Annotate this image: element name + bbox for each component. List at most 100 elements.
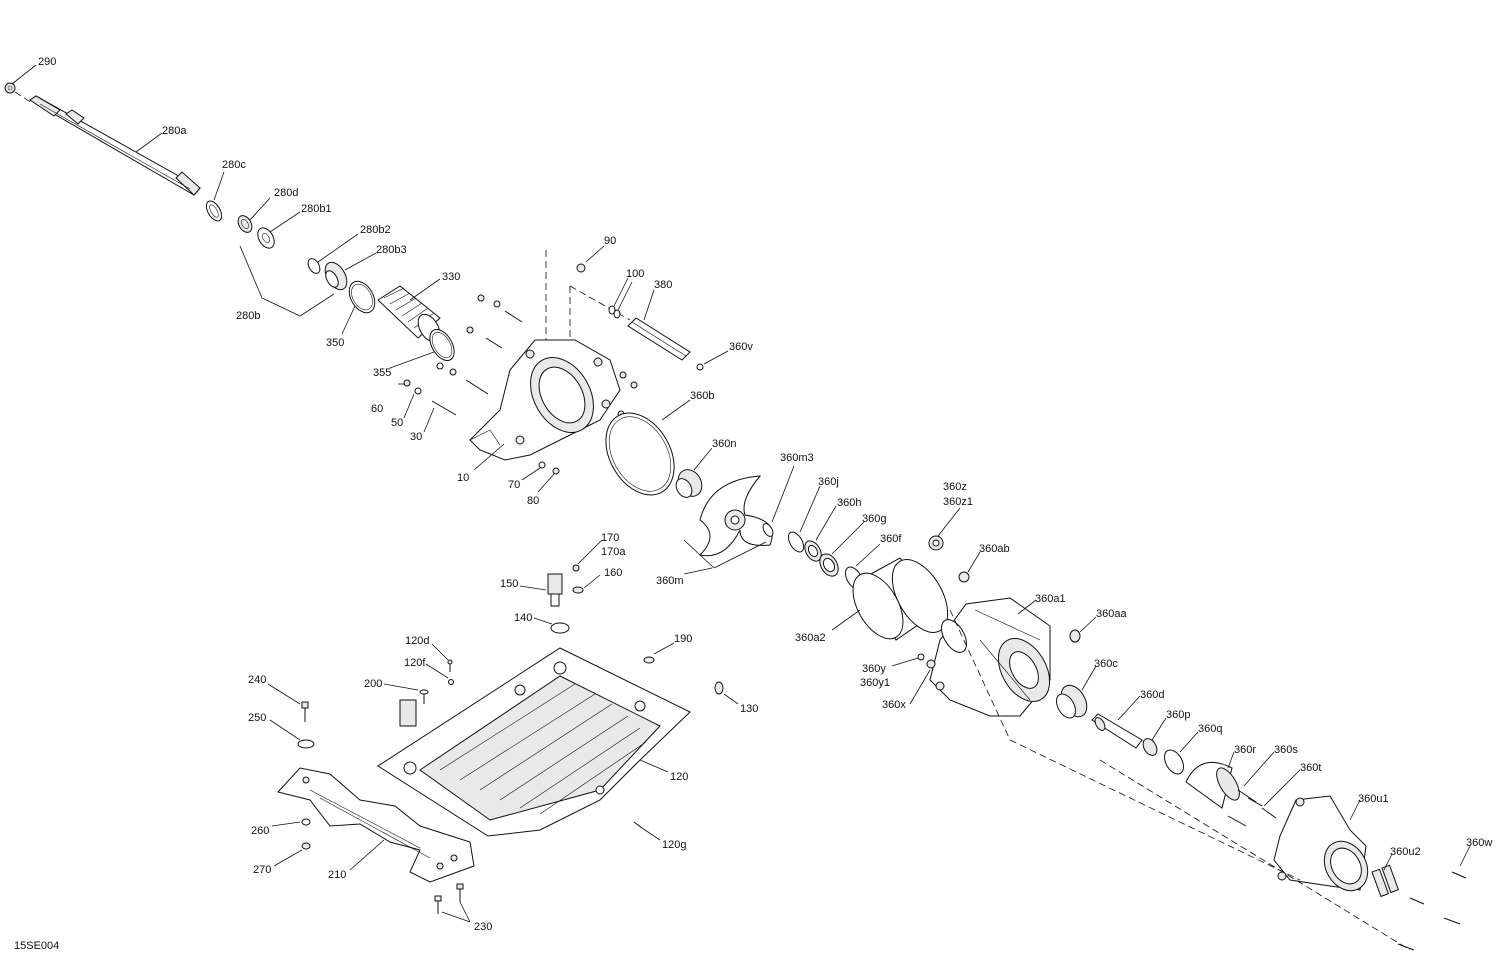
- screw-120g[interactable]: [633, 821, 643, 829]
- inserts-360u2[interactable]: [1371, 864, 1400, 898]
- label-360c: 360c: [1094, 658, 1118, 670]
- label-350: 350: [326, 337, 344, 349]
- bearing-280b3[interactable]: [321, 259, 352, 294]
- washer-360y[interactable]: [917, 653, 936, 669]
- nut-290[interactable]: [4, 82, 16, 94]
- tube-380[interactable]: [627, 317, 691, 361]
- screw-240[interactable]: [301, 701, 309, 722]
- circlip-360j[interactable]: [785, 529, 806, 554]
- label-360v: 360v: [729, 341, 753, 353]
- wear-ring-360a2[interactable]: [843, 550, 959, 647]
- label-360z: 360z: [943, 481, 967, 493]
- insert-120f[interactable]: [448, 679, 454, 685]
- label-90: 90: [604, 235, 616, 247]
- label-360ab: 360ab: [979, 543, 1010, 555]
- nut-280d[interactable]: [235, 213, 254, 235]
- washers-100[interactable]: [608, 305, 621, 319]
- drive-shaft-280a[interactable]: [29, 95, 201, 196]
- label-360r: 360r: [1234, 744, 1256, 756]
- cone-360r[interactable]: [1185, 761, 1244, 809]
- leader-lines: [11, 64, 1471, 923]
- o-ring-360q[interactable]: [1161, 747, 1188, 778]
- fitting-90[interactable]: [576, 263, 586, 273]
- label-360f: 360f: [880, 533, 902, 545]
- screws-230[interactable]: [434, 883, 464, 914]
- part-labels: 290 280a 280c 280d 280b1 280b2 280b3 280…: [14, 56, 1492, 952]
- nut-360p[interactable]: [1140, 736, 1159, 758]
- drive-shaft-assembly: [4, 82, 459, 364]
- venturi-360u1[interactable]: [1273, 795, 1376, 899]
- screw-190[interactable]: [643, 656, 655, 664]
- label-190: 190: [674, 633, 692, 645]
- label-270: 270: [253, 864, 271, 876]
- label-280c: 280c: [222, 159, 246, 171]
- label-360u1: 360u1: [1358, 793, 1389, 805]
- screws-360w[interactable]: [1397, 871, 1467, 951]
- label-170a: 170a: [601, 546, 626, 558]
- label-360s: 360s: [1274, 744, 1298, 756]
- washer-160[interactable]: [572, 586, 584, 594]
- washer-260[interactable]: [301, 818, 311, 826]
- o-ring-360b[interactable]: [592, 401, 688, 507]
- label-360p: 360p: [1166, 709, 1190, 721]
- label-330: 330: [442, 271, 460, 283]
- washer-250[interactable]: [297, 739, 315, 749]
- label-100: 100: [626, 268, 644, 280]
- label-360t: 360t: [1300, 762, 1321, 774]
- seal-360h[interactable]: [801, 538, 824, 564]
- label-250: 250: [248, 712, 266, 724]
- label-360y: 360y: [862, 663, 886, 675]
- screw-120d[interactable]: [447, 659, 453, 672]
- washer-280b1[interactable]: [254, 225, 277, 251]
- support-housing-10[interactable]: [469, 339, 621, 461]
- label-360j: 360j: [818, 476, 839, 488]
- ring-360m3[interactable]: [761, 522, 775, 538]
- pump-housing-360a1[interactable]: [929, 597, 1060, 717]
- snap-ring-280c[interactable]: [203, 198, 224, 223]
- label-240: 240: [248, 674, 266, 686]
- label-360d: 360d: [1140, 689, 1164, 701]
- fitting-360ab[interactable]: [958, 571, 970, 583]
- bolt-360t[interactable]: [1261, 807, 1277, 819]
- ring-280b2[interactable]: [306, 257, 323, 276]
- o-ring-140[interactable]: [550, 622, 570, 634]
- label-360h: 360h: [837, 497, 861, 509]
- bearing-360c[interactable]: [1053, 681, 1092, 721]
- intake-grate-210[interactable]: [277, 767, 475, 883]
- nut-270[interactable]: [301, 842, 311, 850]
- label-360b: 360b: [690, 390, 714, 402]
- impeller-360m[interactable]: [698, 475, 773, 557]
- screws-360s[interactable]: [1227, 789, 1263, 827]
- fitting-170[interactable]: [572, 564, 580, 572]
- clamp-350[interactable]: [344, 277, 380, 317]
- label-230: 230: [474, 921, 492, 933]
- fitting-150[interactable]: [547, 573, 563, 607]
- label-360q: 360q: [1198, 723, 1222, 735]
- label-200: 200: [364, 678, 382, 690]
- label-170: 170: [601, 532, 619, 544]
- label-60: 60: [371, 403, 383, 415]
- plug-360z[interactable]: [928, 535, 944, 551]
- diagram-code: 15SE004: [14, 940, 59, 952]
- seal-stack: [785, 529, 970, 647]
- clip-360v[interactable]: [696, 363, 704, 371]
- clamp-355[interactable]: [425, 325, 459, 364]
- label-360x: 360x: [882, 699, 906, 711]
- bushing-360n[interactable]: [673, 465, 707, 500]
- plug-130[interactable]: [714, 681, 724, 695]
- label-10: 10: [457, 472, 469, 484]
- shaft-360d[interactable]: [1091, 713, 1143, 749]
- label-360y1: 360y1: [860, 677, 890, 689]
- label-280b2: 280b2: [360, 224, 391, 236]
- fitting-200[interactable]: [399, 689, 429, 727]
- ride-plate-120[interactable]: [377, 647, 691, 837]
- cap-360aa[interactable]: [1069, 629, 1081, 643]
- label-360a2: 360a2: [795, 632, 826, 644]
- label-130: 130: [740, 703, 758, 715]
- seal-360g[interactable]: [816, 551, 842, 580]
- studs-and-nuts[interactable]: [403, 294, 638, 475]
- label-120d: 120d: [405, 635, 429, 647]
- label-360a1: 360a1: [1035, 593, 1066, 605]
- label-360n: 360n: [712, 438, 736, 450]
